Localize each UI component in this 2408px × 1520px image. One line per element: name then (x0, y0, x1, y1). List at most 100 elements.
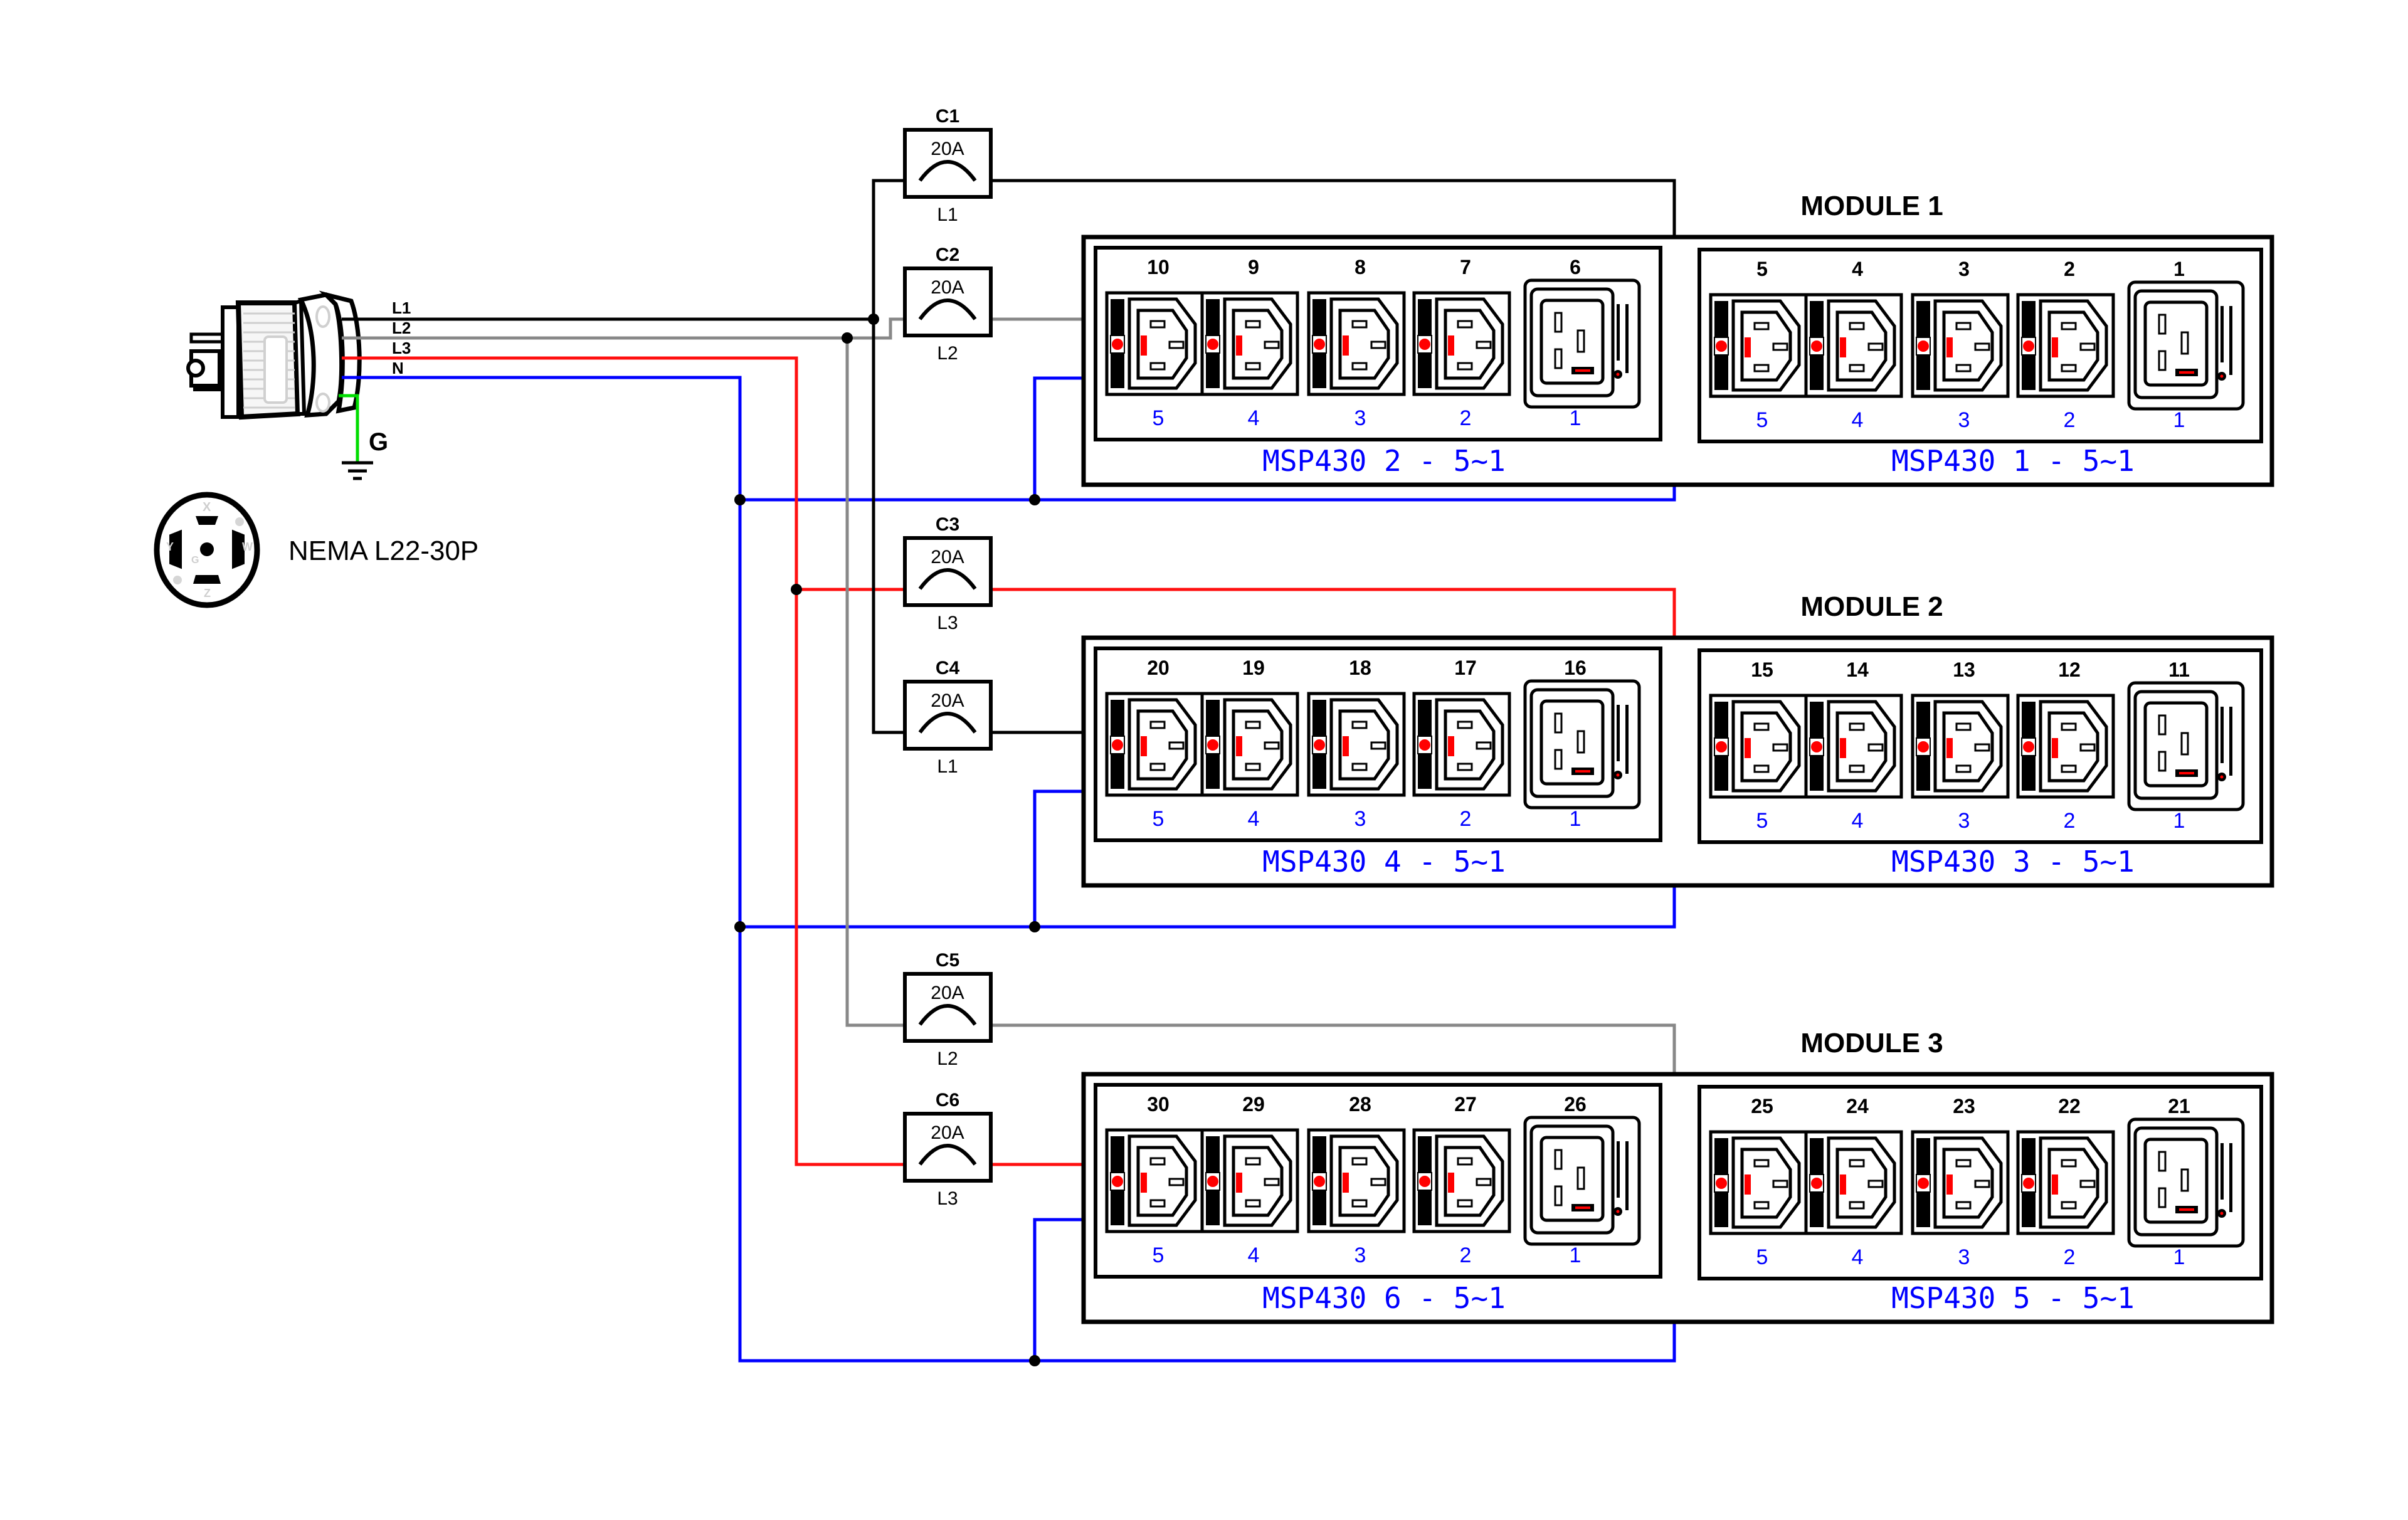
pdu-name: MSP430 3 - 5~1 (1891, 845, 2135, 879)
indicator-led-icon (2023, 741, 2034, 752)
outlet-number: 1 (2173, 258, 2185, 280)
outlet-number: 14 (1846, 658, 1869, 681)
module-title: MODULE 2 (1800, 591, 1943, 622)
indicator-led-icon (1419, 739, 1430, 751)
position-label: 5 (1153, 807, 1164, 831)
position-label: 3 (1354, 807, 1366, 831)
indicator-led-icon (2023, 1178, 2034, 1189)
indicator-led-icon (1918, 340, 1929, 352)
c13-outlet-icon (1911, 1130, 2010, 1235)
position-label: 2 (2064, 408, 2076, 432)
breaker-arc-icon (918, 1004, 977, 1026)
position-label: 5 (1153, 406, 1164, 430)
c13-outlet-icon (1709, 1130, 1808, 1235)
c13-outlet-icon (1307, 291, 1406, 396)
indicator-led-icon (1716, 340, 1727, 352)
c19-outlet-icon (2127, 681, 2245, 811)
pdu-name: MSP430 1 - 5~1 (1891, 444, 2135, 478)
breaker-rating: 20A (931, 983, 964, 1003)
pdu-name: MSP430 5 - 5~1 (1891, 1281, 2135, 1315)
position-label: 1 (1570, 406, 1582, 430)
indicator-led-icon (1811, 340, 1822, 352)
pin-letter-w: W (242, 541, 253, 553)
breaker-rating: 20A (931, 139, 964, 159)
outlet-number: 16 (1564, 657, 1587, 679)
c19-outlet-icon (2127, 280, 2245, 411)
indicator-led-icon (1918, 1178, 1929, 1189)
c19-outlet-icon (2127, 1117, 2245, 1248)
outlet-number: 8 (1354, 256, 1366, 278)
position-label: 4 (1852, 1245, 1864, 1269)
c13-outlet-icon (1200, 692, 1299, 797)
c13-outlet-icon (1804, 1130, 1903, 1235)
breaker-phase: L2 (937, 343, 958, 364)
position-label: 3 (1958, 809, 1970, 833)
c13-outlet-icon (1200, 1128, 1299, 1233)
position-label: 5 (1756, 408, 1768, 432)
outlet-number: 11 (2168, 658, 2190, 681)
outlet-number: 7 (1460, 256, 1471, 278)
c13-outlet-icon (2016, 293, 2115, 398)
position-label: 4 (1248, 1243, 1260, 1267)
outlet-number: 22 (2058, 1095, 2081, 1117)
indicator-led-icon (1716, 741, 1727, 752)
c13-outlet-icon (2016, 1130, 2115, 1235)
indicator-led-icon (1112, 1176, 1123, 1187)
breaker-rating: 20A (931, 277, 964, 298)
breaker-id: C2 (936, 245, 959, 265)
outlet-number: 9 (1248, 256, 1259, 278)
outlet-number: 23 (1953, 1095, 1975, 1117)
c13-outlet-icon (1709, 694, 1808, 799)
breaker-id: C5 (936, 950, 959, 971)
position-label: 3 (1958, 1245, 1970, 1269)
position-label: 2 (2064, 1245, 2076, 1269)
indicator-led-icon (1112, 339, 1123, 350)
wire-label-n: N (392, 359, 404, 377)
outlet-number: 25 (1751, 1095, 1773, 1117)
position-label: 5 (1153, 1243, 1164, 1267)
c13-outlet-icon (1307, 1128, 1406, 1233)
breaker-arc-icon (918, 712, 977, 734)
wire-label-l2: L2 (392, 319, 411, 337)
pin-letter-x: X (203, 500, 211, 514)
c13-outlet-icon (1105, 1128, 1204, 1233)
position-label: 3 (1958, 408, 1970, 432)
c19-outlet-icon (1523, 278, 1641, 409)
pdu-name: MSP430 4 - 5~1 (1262, 845, 1506, 879)
breakers: C120AL1C220AL2C320AL3C420AL1C520AL2C620A… (903, 106, 993, 1209)
outlet-number: 21 (2168, 1095, 2190, 1117)
indicator-led-icon (1112, 739, 1123, 751)
outlet-number: 15 (1751, 658, 1773, 681)
breaker-phase: L2 (937, 1048, 958, 1069)
c19-outlet-icon (1523, 1116, 1641, 1246)
outlet-number: 26 (1564, 1093, 1587, 1116)
breaker-rating: 20A (931, 547, 964, 567)
indicator-led-icon (1207, 339, 1218, 350)
wire-label-l1: L1 (392, 298, 411, 317)
position-label: 1 (2173, 408, 2185, 432)
outlet-number: 28 (1349, 1093, 1371, 1116)
breaker-phase: L1 (937, 756, 958, 777)
ground-label: G (369, 428, 388, 456)
outlet-number: 20 (1147, 657, 1170, 679)
outlet-number: 6 (1570, 256, 1581, 278)
outlet-number: 2 (2064, 258, 2075, 280)
indicator-led-icon (1918, 741, 1929, 752)
breaker-id: C4 (936, 658, 960, 678)
position-label: 1 (1570, 1243, 1582, 1267)
indicator-led-icon (1207, 1176, 1218, 1187)
breaker-c2: C2 20A L2 (903, 245, 993, 364)
outlet-number: 24 (1846, 1095, 1869, 1117)
ground-symbol-icon (342, 461, 373, 480)
